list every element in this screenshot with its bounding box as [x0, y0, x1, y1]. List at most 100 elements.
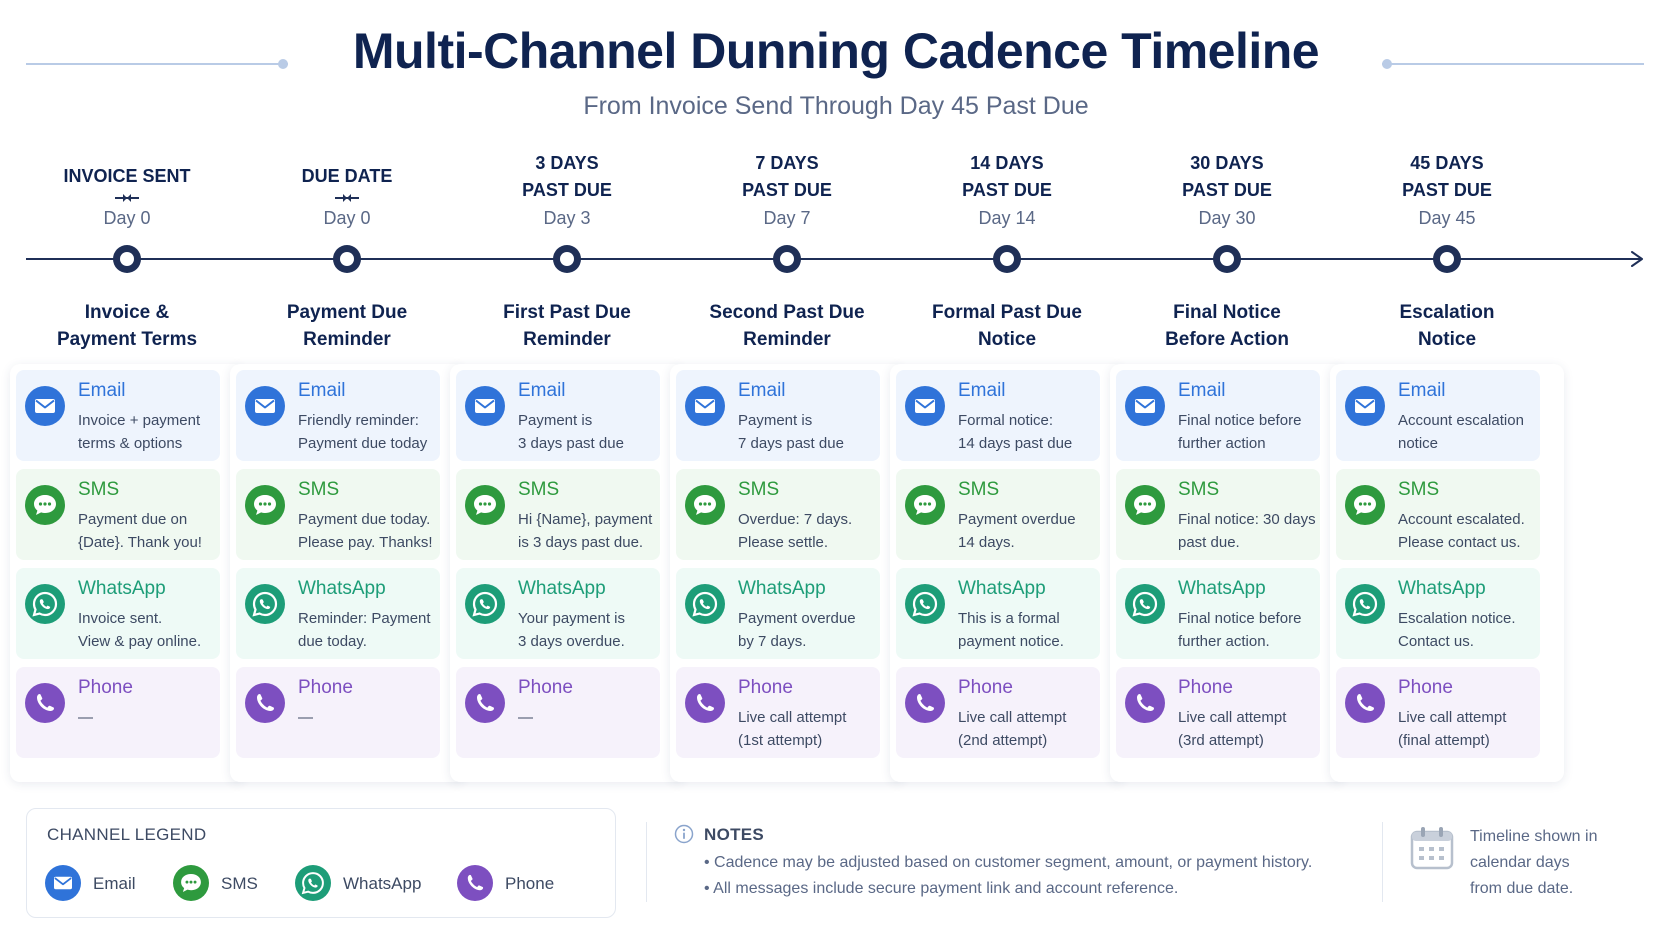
stage-title-line: Reminder: [523, 329, 611, 350]
envelope-icon: [1125, 386, 1165, 426]
channel-message-line: Friendly reminder:: [298, 412, 419, 429]
channel-message-line: past due.: [1178, 534, 1240, 551]
channel-name: WhatsApp: [738, 578, 826, 599]
timeline-node: [333, 245, 361, 273]
channel-message: —: [78, 706, 220, 729]
channel-card-phone: Phone—: [456, 667, 660, 758]
title-area: Multi-Channel Dunning Cadence Timeline: [0, 22, 1672, 82]
channel-name: SMS: [298, 479, 340, 500]
channel-message-line: Escalation notice.: [1398, 610, 1516, 627]
stage-title-line: Final Notice: [1173, 302, 1281, 323]
whatsapp-icon: [685, 584, 725, 624]
channel-message-line: Formal notice:: [958, 412, 1054, 429]
phone-icon: [245, 683, 285, 723]
legend-label: Phone: [505, 874, 555, 893]
channel-message-line: Payment due today: [298, 435, 428, 452]
channel-message-line: Invoice + payment: [78, 412, 201, 429]
timeline-node: [1433, 245, 1461, 273]
stage-label: PAST DUE: [742, 180, 832, 200]
channel-message-line: Please pay. Thanks!: [298, 534, 433, 551]
stage-label: INVOICE SENT: [63, 166, 191, 186]
channel-message-line: View & pay online.: [78, 633, 202, 650]
channel-message-line: is 3 days past due.: [518, 534, 644, 551]
stage-label: 45 DAYS: [1410, 153, 1484, 173]
channel-message: Account escalated.Please contact us.: [1398, 508, 1540, 554]
calendar-note-line: calendar days: [1470, 854, 1570, 871]
envelope-icon: [465, 386, 505, 426]
whatsapp-icon: [1125, 584, 1165, 624]
stage-title-line: Notice: [977, 329, 1037, 350]
channel-message: Live call attempt(3rd attempt): [1178, 706, 1320, 752]
footer-divider: [1382, 822, 1383, 902]
channel-name: SMS: [518, 479, 560, 500]
chat-bubble-icon: [905, 485, 945, 525]
channel-message: Live call attempt(1st attempt): [738, 706, 880, 752]
channel-message-line: terms & options: [78, 435, 183, 452]
channel-message-line: payment notice.: [958, 633, 1064, 650]
stage-title-line: Notice: [1417, 329, 1477, 350]
channel-message-line: (2nd attempt): [958, 732, 1048, 749]
stage-label: 14 DAYS: [970, 153, 1044, 173]
channel-message-line: 7 days past due: [738, 435, 844, 452]
channel-message-line: Payment overdue: [958, 511, 1076, 528]
timeline-node: [113, 245, 141, 273]
channel-message: Invoice + payment terms & options: [78, 409, 220, 455]
channel-message-line: —: [518, 709, 533, 726]
channel-name: WhatsApp: [78, 578, 166, 599]
channel-message: Friendly reminder: Payment due today: [298, 409, 440, 455]
channel-name: Phone: [1178, 677, 1233, 698]
whatsapp-icon: [245, 584, 285, 624]
stage-title-line: Payment Terms: [56, 329, 198, 350]
info-icon: [674, 824, 694, 844]
channel-name: SMS: [78, 479, 120, 500]
timeline-node: [553, 245, 581, 273]
stage-title-line: Invoice &: [84, 302, 170, 323]
channel-message-line: Account escalation: [1398, 412, 1524, 429]
page-title: Multi-Channel Dunning Cadence Timeline: [352, 23, 1320, 79]
channel-message-line: {Date}. Thank you!: [78, 534, 202, 551]
envelope-icon: [905, 386, 945, 426]
whatsapp-icon: [905, 584, 945, 624]
note-item: • All messages include secure payment li…: [704, 880, 1179, 897]
channel-name: SMS: [738, 479, 780, 500]
channel-message-line: —: [78, 709, 93, 726]
channel-message-line: Final notice before: [1178, 412, 1302, 429]
channel-message-line: Please settle.: [738, 534, 829, 551]
channel-message-line: —: [298, 709, 313, 726]
stage-title-line: Formal Past Due: [932, 302, 1082, 323]
chat-bubble-icon: [245, 485, 285, 525]
channel-message: Live call attempt(2nd attempt): [958, 706, 1100, 752]
stage-label: 7 DAYS: [755, 153, 819, 173]
envelope-icon: [245, 386, 285, 426]
stage-day: Day 0: [103, 208, 151, 228]
channel-name: SMS: [1178, 479, 1220, 500]
channel-name: WhatsApp: [1178, 578, 1266, 599]
channel-message-line: Payment overdue: [738, 610, 856, 627]
channel-message-line: 3 days past due: [518, 435, 624, 452]
channel-message-line: 14 days past due: [958, 435, 1073, 452]
phone-icon: [457, 865, 493, 901]
stage-day: Day 14: [978, 208, 1036, 228]
channel-card-phone: Phone—: [16, 667, 220, 758]
whatsapp-icon: [25, 584, 65, 624]
channel-message-line: Live call attempt: [738, 709, 847, 726]
timeline-arrow-icon: [1631, 251, 1643, 267]
title-divider-left: [26, 63, 288, 65]
